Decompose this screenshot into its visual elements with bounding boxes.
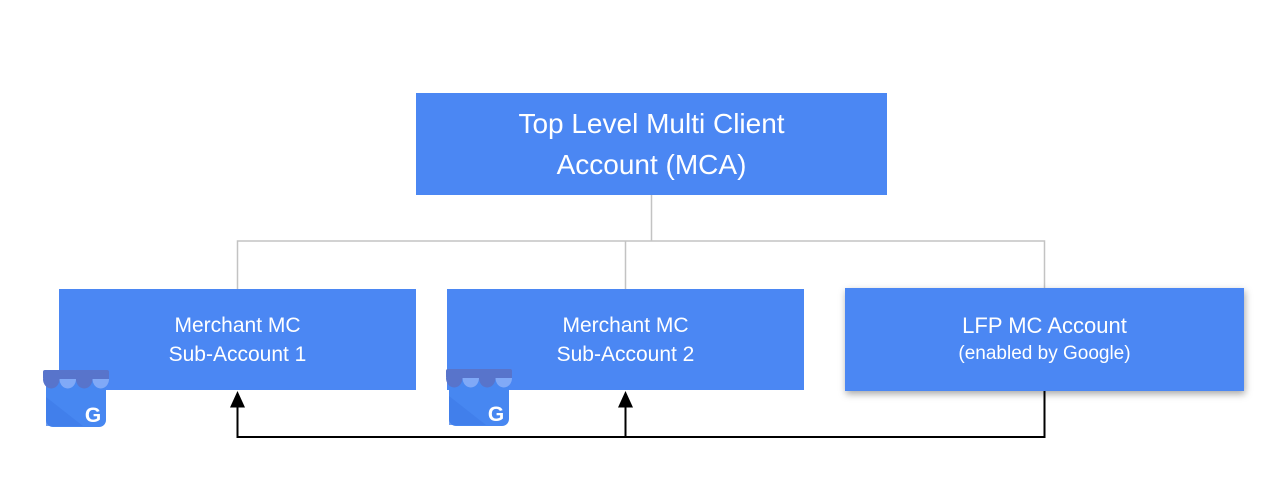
- tree-connector-span: [236, 240, 1046, 289]
- storefront-fold: [46, 397, 83, 426]
- storefront-fold: [449, 396, 486, 425]
- google-my-business-icon: G: [446, 369, 512, 426]
- node-label-line2: Sub-Account 1: [168, 342, 307, 366]
- arrowhead-sub2: [618, 391, 633, 408]
- awning-scallop-3: [76, 379, 93, 389]
- node-lfp-mc-account: LFP MC Account (enabled by Google): [845, 288, 1244, 391]
- arrowhead-sub1: [230, 391, 245, 408]
- node-label-line1: Merchant MC: [562, 313, 689, 337]
- node-label-line1: LFP MC Account: [962, 312, 1127, 338]
- node-label-line1: Merchant MC: [174, 313, 301, 337]
- node-label-line2: Sub-Account 2: [556, 342, 695, 366]
- awning-scallop-3: [479, 378, 496, 388]
- awning-scallop-2: [462, 378, 479, 388]
- awning-scallop-4: [495, 378, 512, 388]
- google-my-business-icon: G: [43, 370, 109, 427]
- arrow-line-lfp-to-sub1: [236, 391, 1046, 438]
- awning-scallop-1: [43, 379, 60, 389]
- awning-scallop-2: [59, 379, 76, 389]
- node-label-line1: Top Level Multi Client: [518, 108, 785, 139]
- node-merchant-sub-account-1: Merchant MC Sub-Account 1: [59, 289, 416, 390]
- awning-band: [43, 370, 109, 380]
- node-top-level-mca: Top Level Multi Client Account (MCA): [416, 93, 887, 195]
- google-g-letter: G: [488, 403, 504, 426]
- node-label-line2: Account (MCA): [556, 149, 747, 180]
- node-label-line2: (enabled by Google): [958, 342, 1131, 364]
- awning-band: [446, 369, 512, 379]
- google-g-letter: G: [85, 404, 101, 427]
- awning-scallop-1: [446, 378, 463, 388]
- awning-scallop-4: [92, 379, 109, 389]
